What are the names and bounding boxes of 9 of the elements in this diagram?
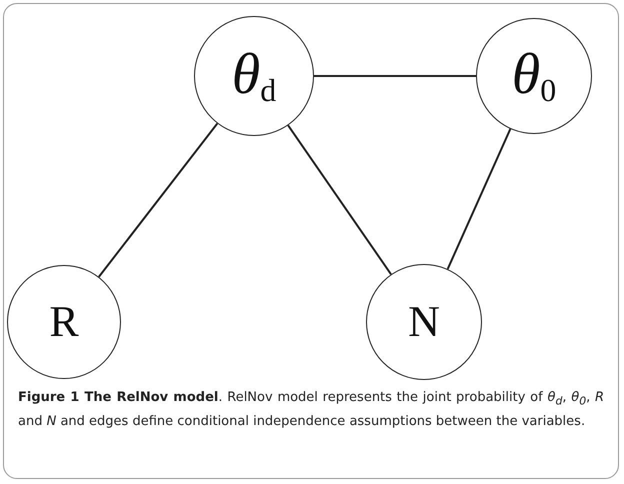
connector-line [287, 124, 392, 275]
figure-caption: Figure 1 The RelNov model. RelNov model represents the joint probability of θ$_{d}$, θ$_{0}$, R and N and edges define conditional independence assumptions between the variables. [18, 389, 604, 431]
variable-label: θ$_{d}$ [232, 45, 276, 107]
connector-line [314, 75, 476, 77]
variable-label: θ$_{0}$ [512, 45, 556, 107]
variable-label: R [49, 300, 79, 344]
connector-line [98, 122, 218, 278]
connector-line [446, 128, 512, 270]
variable-label: N [408, 300, 440, 344]
